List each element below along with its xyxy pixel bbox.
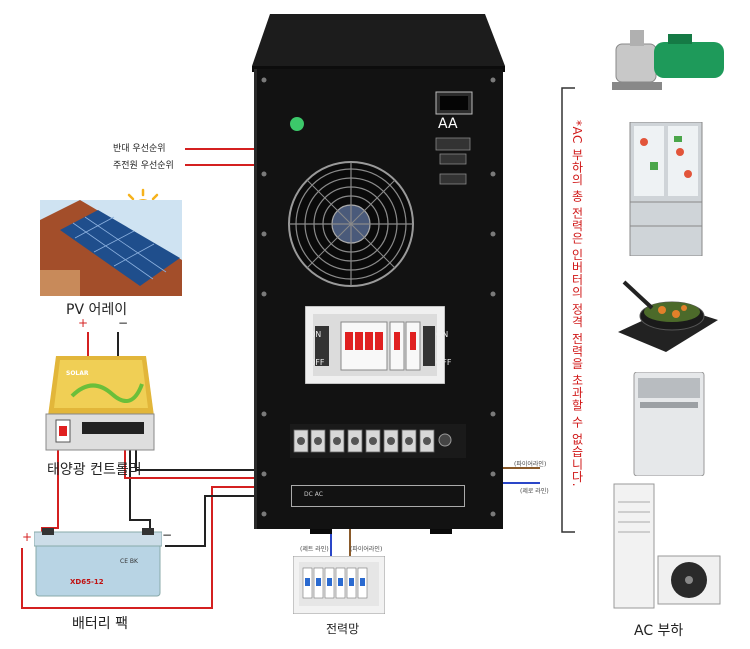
controller-brand-label: SOLAR xyxy=(66,370,89,377)
ac-load-label: AC 부하 xyxy=(634,623,684,639)
ac-load-note: *AC 부하의 총 전력은 인버터의 정격 전력을 초과할 수 없습니다. xyxy=(570,120,584,488)
main-priority-label: 주전원 우선순위 xyxy=(113,161,174,171)
pv-minus-label: − xyxy=(118,316,129,330)
grid-zero-line-label: (제트 라인) xyxy=(300,546,329,553)
ac-fire-line-label: (파이어라인) xyxy=(514,461,547,468)
battery-plus-label: + xyxy=(22,530,33,544)
ac-zero-line-label: (제로 라인) xyxy=(520,488,549,495)
battery-ce-label: CE BK xyxy=(120,558,138,565)
induction-cooker-icon xyxy=(614,272,722,354)
battery-icon: XD65-12 CE BK xyxy=(33,528,163,598)
grid-fire-line-label: (파이어라인) xyxy=(350,546,383,553)
ac-load-bracket xyxy=(561,87,575,533)
solar-house-icon xyxy=(40,200,182,296)
breaker-icon xyxy=(304,305,446,385)
refrigerator-icon xyxy=(626,121,706,257)
breaker-off-left: OFF xyxy=(309,358,325,367)
solar-controller-label: 태양광 컨트롤러 xyxy=(47,462,142,478)
distribution-box-icon xyxy=(292,555,386,615)
status-led xyxy=(290,117,304,131)
breaker-off-right: OFF xyxy=(436,358,452,367)
fan-icon xyxy=(287,160,415,288)
grid-label: 전력망 xyxy=(326,622,360,636)
terminal-block xyxy=(290,424,466,458)
reverse-priority-label: 반대 우선순위 xyxy=(113,144,166,154)
terminal-label-plate: DC AC xyxy=(291,485,465,507)
panel-dc-ac-label: DC AC xyxy=(304,491,323,498)
controller-icon: SOLAR xyxy=(42,356,158,452)
pv-array-label: PV 어레이 xyxy=(66,302,128,318)
aa-label: AA xyxy=(438,116,458,132)
air-conditioner-icon xyxy=(612,482,724,610)
battery-pack-label: 배터리 팩 xyxy=(72,616,128,632)
washing-machine-icon xyxy=(630,371,708,477)
pv-plus-label: + xyxy=(78,316,89,330)
breaker-on-left: ON xyxy=(309,330,322,339)
battery-minus-label: − xyxy=(162,528,173,542)
battery-model-label: XD65-12 xyxy=(70,578,104,586)
breaker-on-right: ON xyxy=(436,330,449,339)
water-pump-icon xyxy=(610,24,730,94)
